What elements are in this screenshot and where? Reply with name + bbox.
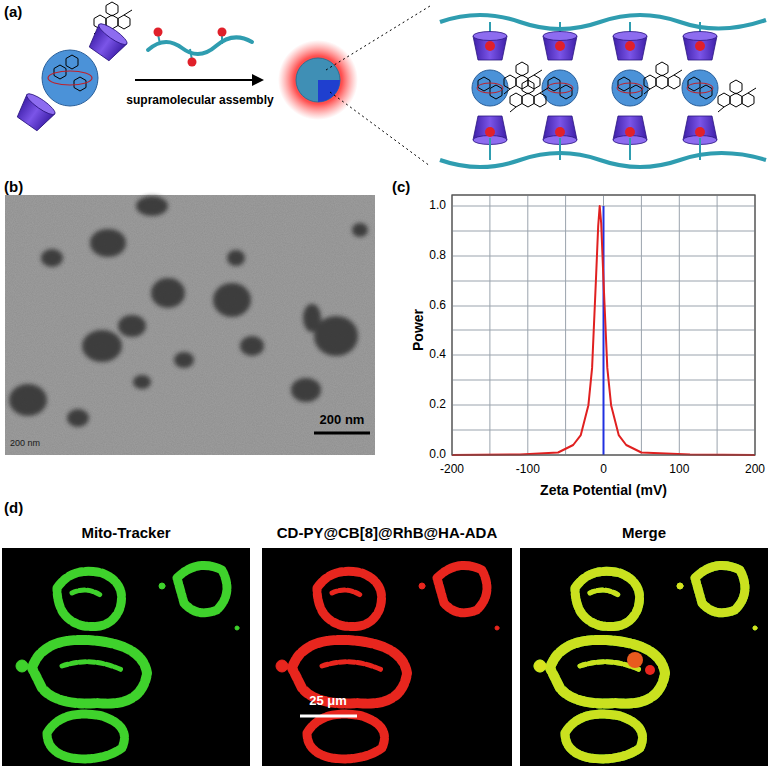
panel-letter: (b) (4, 178, 23, 195)
panel-title: CD-PY@CB[8]@RhB@HA-ADA (277, 524, 498, 541)
tick-label: -200 (440, 463, 464, 477)
panel-title: Mito-Tracker (81, 524, 170, 541)
panel-title: Merge (622, 524, 666, 541)
panel-letter: (c) (392, 178, 410, 195)
assembly-arrow (135, 74, 264, 86)
tem-image (5, 195, 375, 455)
tick-label: 0.2 (429, 398, 446, 412)
tick-label: 0.4 (429, 348, 446, 362)
tick-label: 0 (600, 463, 607, 477)
assembly-detail (440, 15, 766, 167)
polymer-chain (148, 28, 252, 67)
tick-label: 0.8 (429, 249, 446, 263)
arrow-label: supramolecular assembly (126, 94, 273, 108)
confocal-images (2, 548, 768, 766)
tick-label: 0.6 (429, 299, 446, 313)
tick-label: 200 (745, 463, 765, 477)
scale-bar-label: 25 μm (309, 694, 347, 709)
nanoparticle (278, 6, 430, 166)
tick-label: 100 (669, 463, 689, 477)
tick-label: -100 (516, 463, 540, 477)
axis-title: Zeta Potential (mV) (540, 482, 667, 498)
zeta-plot (452, 195, 755, 455)
panel-letter: (a) (4, 3, 22, 20)
panel-letter: (d) (4, 499, 23, 516)
scale-text: 200 nm (10, 438, 40, 448)
scale-bar-label: 200 nm (320, 413, 365, 428)
axis-title: Power (410, 309, 426, 351)
host-molecule (13, 2, 132, 134)
tick-label: 0.0 (429, 448, 446, 462)
tick-label: 1.0 (429, 199, 446, 213)
